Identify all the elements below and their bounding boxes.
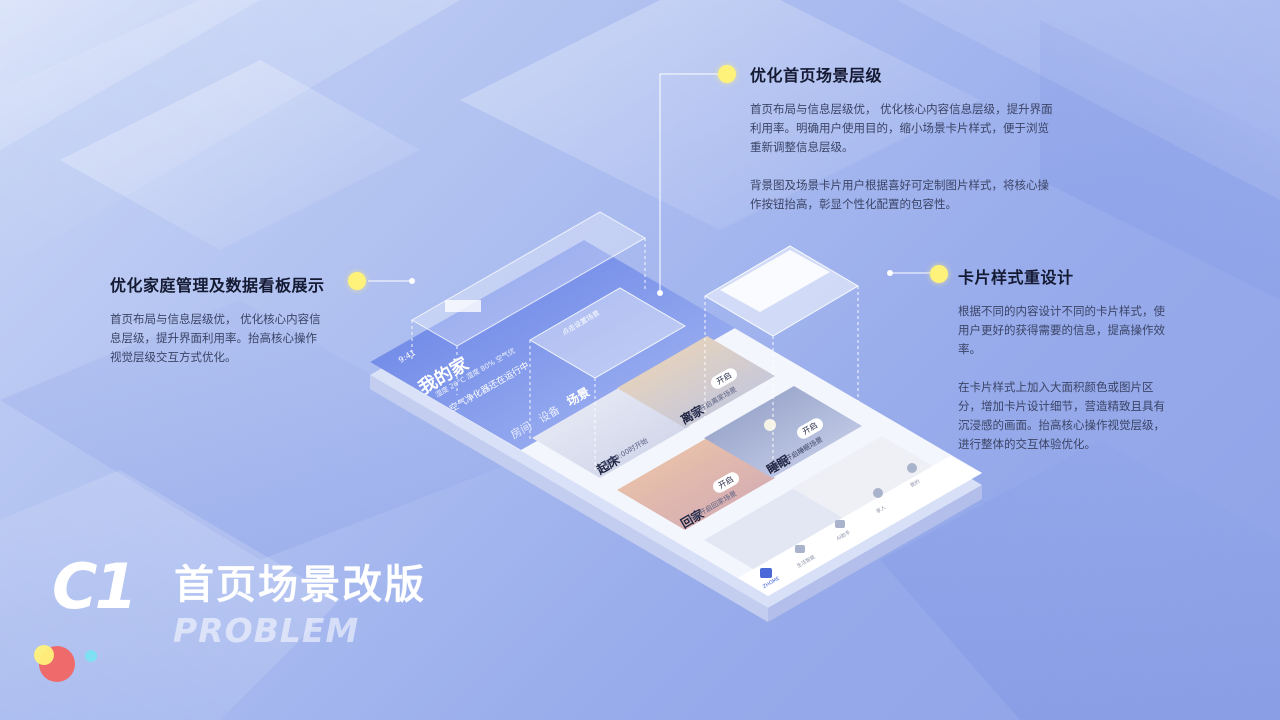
annotation-left-title: 优化家庭管理及数据看板展示	[110, 276, 325, 295]
bullet-dot-right	[930, 265, 948, 283]
leader-dot-left	[409, 278, 415, 284]
annotation-left-text-line: 息层级，提升界面利用率。抬高核心操作	[110, 331, 317, 345]
annotation-left: 优化家庭管理及数据看板展示 首页布局与信息层级优， 优化核心内容信 息层级，提升…	[110, 272, 350, 367]
decor-circle-cyan	[85, 650, 97, 662]
annotation-top: 优化首页场景层级 首页布局与信息层级优， 优化核心内容信息层级，提升界面 利用率…	[750, 62, 1110, 214]
decor-circle-yellow	[34, 645, 54, 665]
scene-card-home	[617, 438, 775, 530]
annotation-right-title: 卡片样式重设计	[958, 268, 1074, 287]
annotation-right-text-line: 率。	[958, 342, 981, 356]
annotation-top-title: 优化首页场景层级	[750, 66, 883, 85]
annotation-top-text-line: 作按钮抬高，彰显个性化配置的包容性。	[750, 197, 957, 211]
phone-bottom-nav	[738, 456, 982, 596]
bullet-dot-left	[348, 272, 366, 290]
leader-line-top	[659, 73, 718, 293]
leader-dot-top	[657, 290, 663, 296]
annotation-right-text-line: 沉浸感的画面。抬高核心操作视觉层级，	[958, 418, 1165, 432]
annotation-top-text-line: 首页布局与信息层级优， 优化核心内容信息层级，提升界面	[750, 102, 1053, 116]
scene-card-sleep	[704, 386, 862, 478]
scene-card-wake	[532, 386, 690, 478]
annotation-top-text-line: 利用率。明确用户使用目的，缩小场景卡片样式，便于浏览	[750, 121, 1049, 135]
scene-card-extra-1	[704, 488, 862, 580]
annotation-right-text-line: 在卡片样式上加入大面积颜色或图片区	[958, 380, 1154, 394]
phone-header-bg	[370, 240, 735, 450]
leader-dot-right	[887, 270, 893, 276]
annotation-right-text-line: 根据不同的内容设计不同的卡片样式，使	[958, 304, 1165, 318]
annotation-right-text-line: 用户更好的获得需要的信息，提高操作效	[958, 323, 1165, 337]
annotation-top-text-line: 重新调整信息层级。	[750, 140, 854, 154]
bullet-dot-top	[718, 65, 736, 83]
annotation-left-text-line: 首页布局与信息层级优， 优化核心内容信	[110, 312, 321, 326]
scene-card-extra-2	[792, 436, 950, 528]
annotation-right-text-line: 进行整体的交互体验优化。	[958, 437, 1096, 451]
section-title: 首页场景改版	[174, 562, 426, 608]
section-subtitle: PROBLEM	[173, 611, 360, 650]
annotation-left-text-line: 视觉层级交互方式优化。	[110, 350, 237, 364]
annotation-right: 卡片样式重设计 根据不同的内容设计不同的卡片样式，使 用户更好的获得需要的信息，…	[958, 264, 1198, 454]
annotation-top-text-line: 背景图及场景卡片用户根据喜好可定制图片样式，将核心操	[750, 178, 1049, 192]
scene-card-leave	[617, 336, 775, 428]
annotation-right-text-line: 分，增加卡片设计细节，营造精致且具有	[958, 399, 1165, 413]
floating-header-panel	[410, 211, 647, 395]
floating-card-panel	[704, 245, 859, 460]
floating-banner-panel	[529, 287, 686, 470]
section-code: C1	[52, 550, 138, 623]
